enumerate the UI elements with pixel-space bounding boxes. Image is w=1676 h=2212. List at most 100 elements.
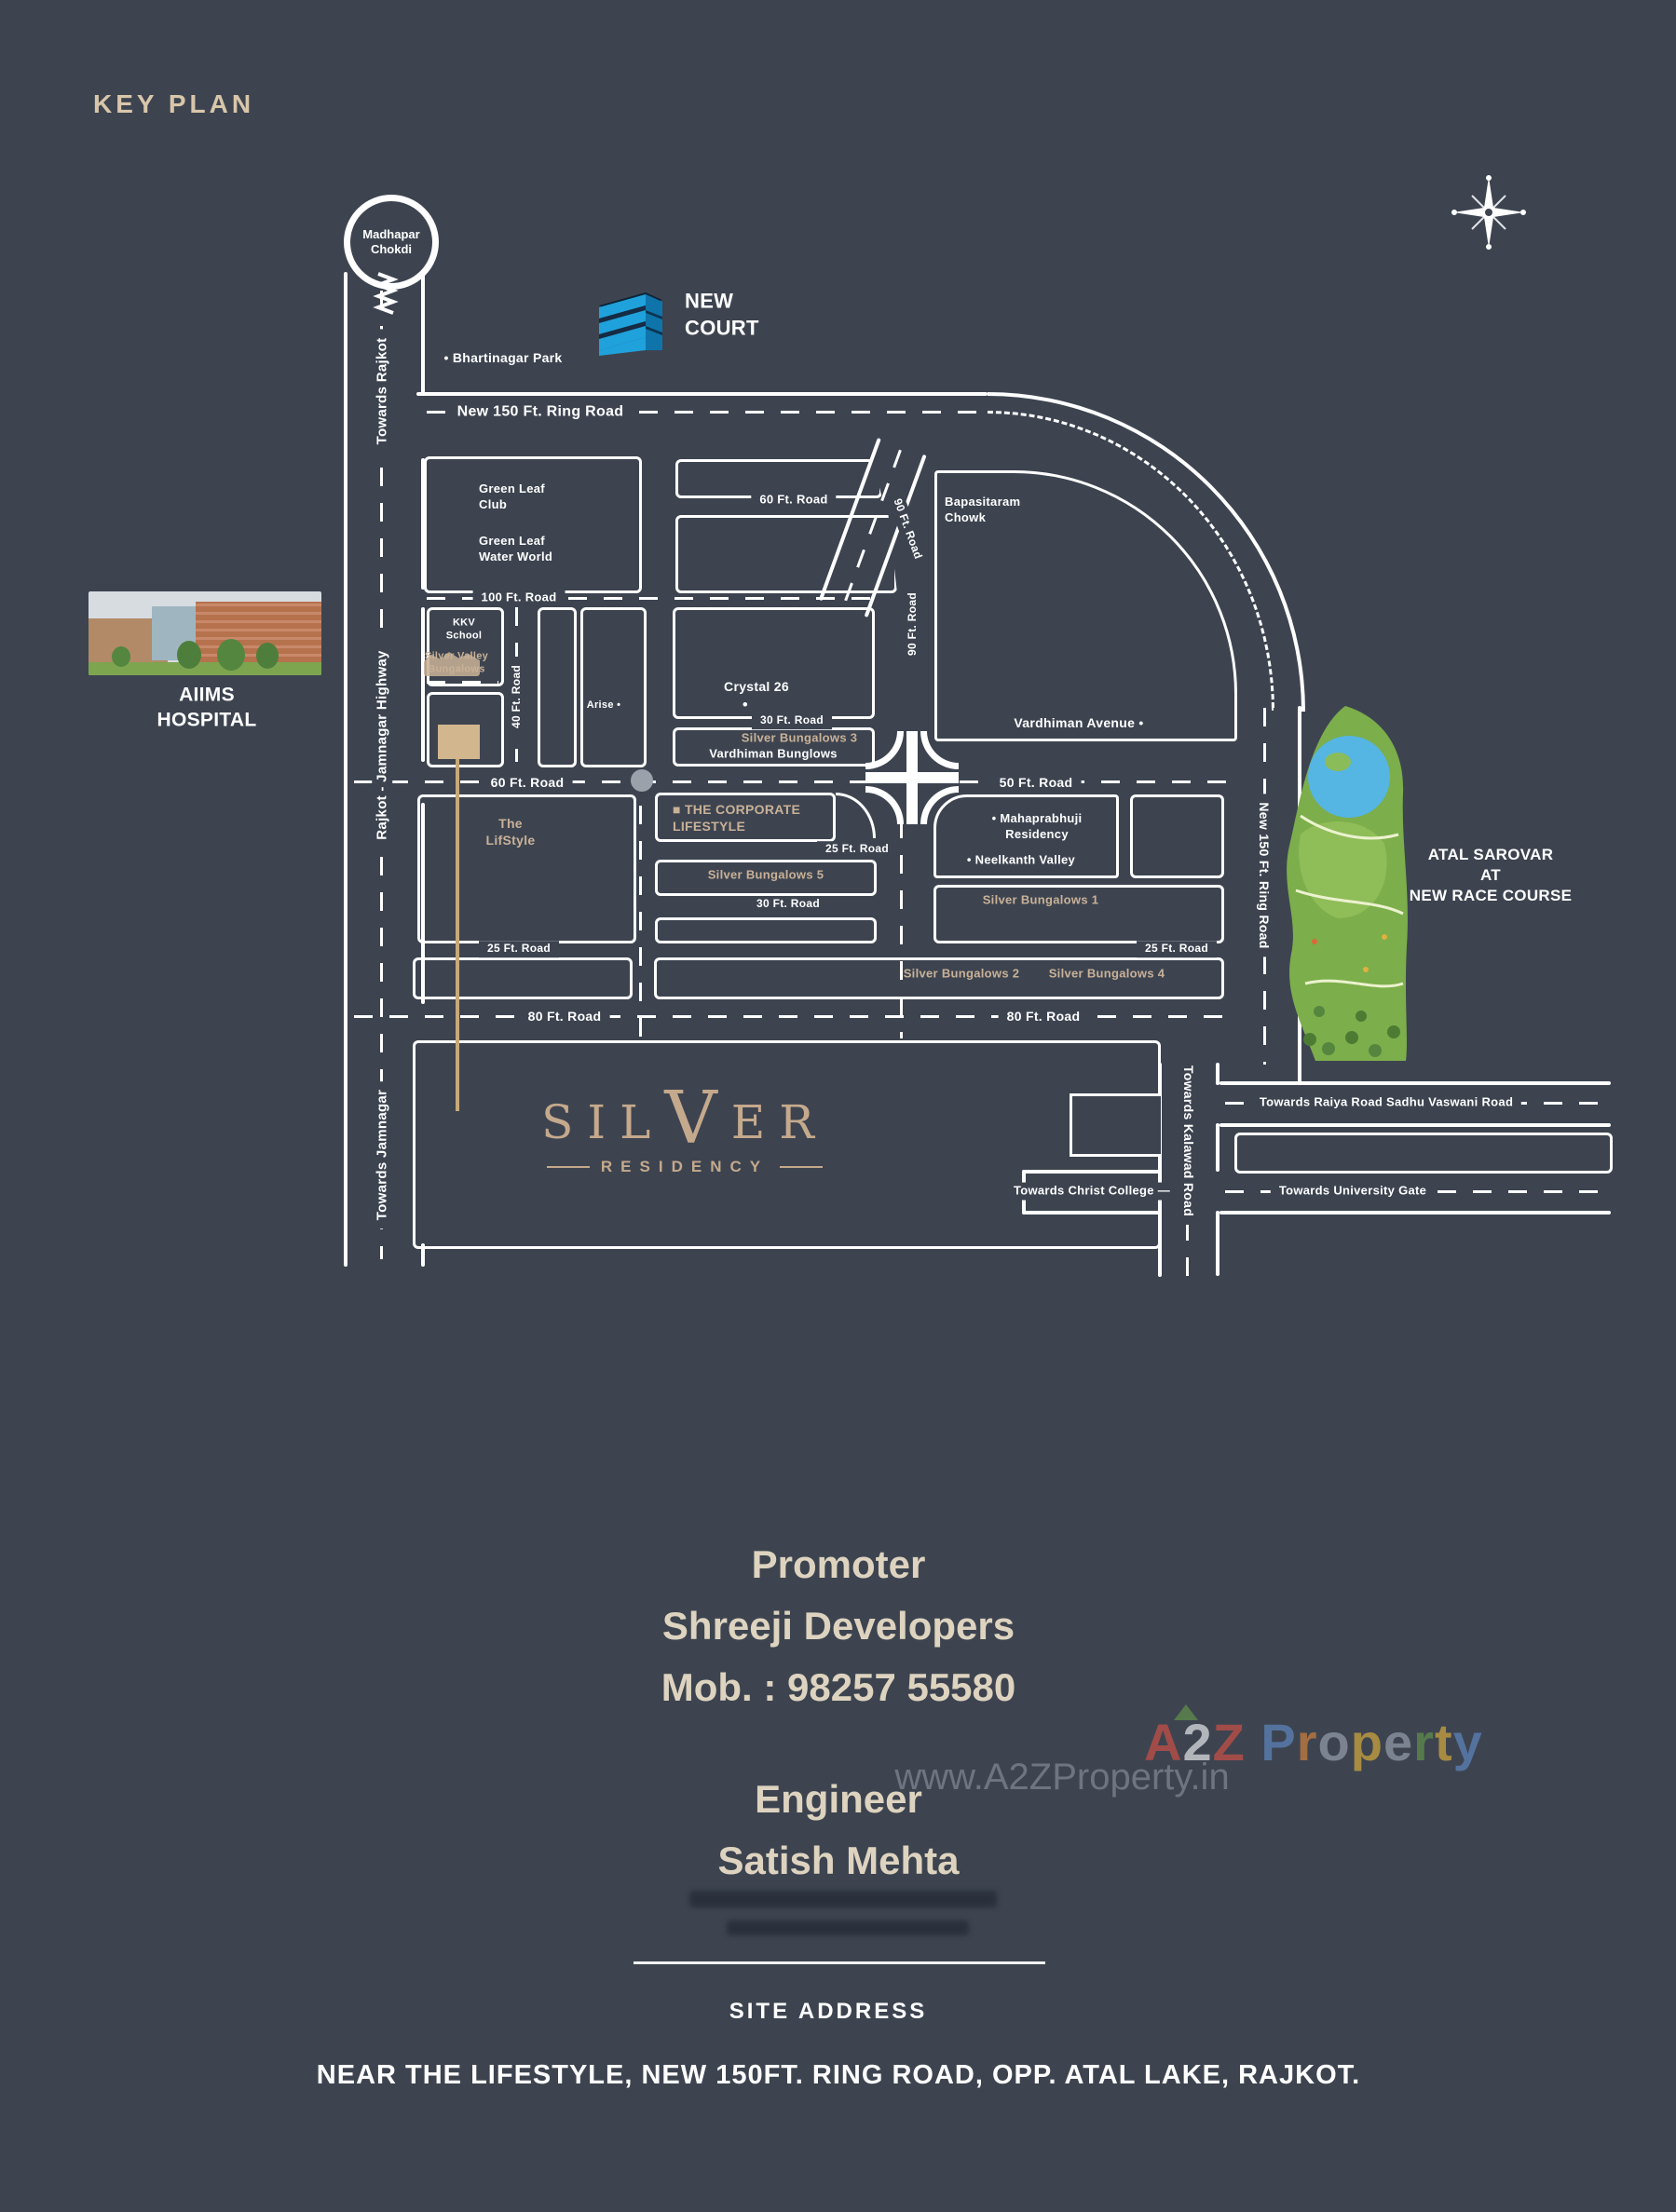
towards-christ-college-label: Towards Christ College —: [1004, 1182, 1179, 1201]
site-leader-line: [456, 759, 459, 1111]
road-edge: [1220, 1081, 1611, 1085]
engineer-heading: Engineer: [755, 1777, 922, 1821]
site-marker: [438, 725, 480, 759]
towards-jamnagar-label: Towards Jamnagar: [372, 1080, 392, 1229]
bapasitaram-chowk-label: Bapasitaram Chowk: [945, 495, 1021, 524]
promoter-heading: Promoter: [751, 1542, 926, 1586]
block-notch: [1070, 1093, 1161, 1157]
road-centerline: [354, 780, 866, 783]
rajkot-jamnagar-highway-label: Rajkot - Jamnagar Highway: [372, 642, 392, 848]
roundabout: [865, 731, 959, 824]
green-leaf-water-world-label: Green Leaf Water World: [479, 534, 553, 563]
towards-kalawad-road-label: Towards Kalawad Road: [1179, 1056, 1199, 1226]
crystal-26-label: Crystal 26: [724, 678, 789, 694]
sixty-ft-road-upper-label: 60 Ft. Road: [751, 491, 837, 509]
watermark-letter: y: [1452, 1713, 1483, 1771]
promoter-name: Shreeji Developers: [661, 1604, 1015, 1648]
road-edge: [1220, 1123, 1611, 1127]
hundred-ft-road-label: 100 Ft. Road: [472, 589, 565, 607]
thirty-ft-road-label: 30 Ft. Road: [748, 896, 828, 913]
block-silver-bungalows-5: [655, 860, 877, 896]
thirty-ft-road-upper-label: 30 Ft. Road: [752, 712, 832, 729]
road-edge: [416, 392, 988, 396]
silver-bungalows-1-label: Silver Bungalows 1: [982, 892, 1099, 907]
road-centerline: [639, 806, 642, 1038]
new-court-label: NEW COURT: [685, 289, 759, 339]
aiims-hospital-photo: [89, 591, 321, 675]
junction-dot: [631, 769, 653, 792]
watermark-letter: Z: [1212, 1713, 1246, 1771]
ninety-ft-road-label: 90 Ft. Road: [905, 584, 921, 664]
road-edge: [1216, 1211, 1220, 1276]
road-centerline: [427, 597, 885, 600]
block-silver-bungalows-2-4: [654, 957, 1224, 999]
silver-residency-logo: SILVER RESIDENCY: [517, 1076, 852, 1176]
eighty-ft-road-b-label: 80 Ft. Road: [998, 1006, 1089, 1026]
contact-block: Promoter Shreeji Developers Mob. : 98257…: [540, 1542, 1137, 1883]
vardhiman-avenue-label: Vardhiman Avenue •: [1014, 714, 1144, 730]
forty-ft-road-label: 40 Ft. Road: [509, 657, 525, 737]
towards-raiya-road-label: Towards Raiya Road Sadhu Vaswani Road: [1250, 1093, 1522, 1112]
road-centerline: [960, 780, 1232, 783]
new-150-ft-ring-road-label: New 150 Ft. Ring Road: [448, 401, 633, 424]
aiims-hospital-label: AIIMS HOSPITAL: [157, 684, 257, 731]
logo-v-swoosh: V: [664, 1076, 731, 1160]
madhapar-chokdi-junction: Madhapar Chokdi: [344, 195, 439, 290]
silver-bungalows-3-label: Silver Bungalows 3: [741, 730, 858, 745]
watermark-letter: 2: [1182, 1713, 1213, 1771]
promoter-mobile: Mob. : 98257 55580: [661, 1665, 1016, 1709]
block-site: [427, 692, 504, 767]
watermark-letter: [1246, 1713, 1261, 1771]
block-mahaprabhuji: [933, 794, 1119, 878]
logo-subtitle: RESIDENCY: [600, 1158, 770, 1175]
vardhiman-bunglows-label: Vardhiman Bunglows: [709, 746, 838, 761]
kkv-school-label: KKV School: [445, 617, 483, 642]
fifty-ft-road-label: 50 Ft. Road: [990, 772, 1082, 793]
silver-bungalows-5-label: Silver Bungalows 5: [707, 867, 824, 882]
towards-rajkot-label: Towards Rajkot: [372, 329, 392, 454]
twentyfive-ft-road-c-label: 25 Ft. Road: [479, 941, 559, 957]
site-address-heading: SITE ADDRESS: [729, 1999, 928, 2024]
faded-text-smudge: [727, 1920, 969, 1935]
watermark-letter: A: [1144, 1713, 1183, 1771]
silver-bungalows-4-label: Silver Bungalows 4: [1048, 966, 1165, 981]
madhapar-chokdi-label: Madhapar Chokdi: [362, 226, 420, 256]
logo-wordmark: SILVER: [541, 1076, 828, 1160]
block-strip-left: [413, 957, 633, 999]
the-lifstyle-label: The LifStyle: [485, 815, 536, 848]
logo-rule-right: [780, 1166, 824, 1168]
arise-label: Arise •: [586, 699, 621, 711]
road-centerline: [900, 820, 903, 1038]
watermark-letter: p: [1350, 1713, 1383, 1771]
bhartinagar-park-label: • Bhartinagar Park: [443, 349, 563, 365]
silver-valley-bungalows-label: Silver Valley Bungalows: [424, 650, 489, 675]
watermark-letter: r: [1296, 1713, 1318, 1771]
green-leaf-club-label: Green Leaf Club: [479, 482, 545, 511]
twentyfive-ft-road-a-label: 25 Ft. Road: [817, 841, 897, 858]
watermark-letter: P: [1260, 1713, 1297, 1771]
divider-line: [634, 1961, 1045, 1964]
watermark-letter: r: [1413, 1713, 1435, 1771]
neelkanth-valley-label: • Neelkanth Valley: [966, 852, 1076, 867]
road-edge: [1022, 1211, 1162, 1215]
watermark-url: www.A2ZProperty.in: [894, 1757, 1230, 1798]
engineer-name: Satish Mehta: [717, 1839, 960, 1882]
road-edge: [1022, 1170, 1162, 1174]
watermark-letter: o: [1317, 1713, 1351, 1771]
watermark-brand: A2Z Property: [1144, 1704, 1483, 1772]
road-edge: [344, 272, 347, 1267]
block-raiya-strip: [1234, 1133, 1613, 1174]
road-centerline: [354, 1015, 1230, 1018]
road-centerline: [427, 681, 498, 684]
the-corporate-lifestyle-label: ■ THE CORPORATE LIFESTYLE: [673, 801, 801, 834]
twentyfive-ft-road-b-label: 25 Ft. Road: [1137, 941, 1217, 957]
watermark-letter: e: [1383, 1713, 1414, 1771]
page-title: KEY PLAN: [93, 89, 255, 118]
block-strip: [655, 917, 877, 943]
new-court-building-icon: [588, 276, 670, 356]
road-centerline: [1186, 1222, 1189, 1276]
towards-university-gate-label: Towards University Gate: [1270, 1182, 1436, 1201]
watermark-letter: t: [1434, 1713, 1453, 1771]
faded-text-smudge: [689, 1891, 997, 1907]
road-edge: [1216, 1123, 1220, 1172]
